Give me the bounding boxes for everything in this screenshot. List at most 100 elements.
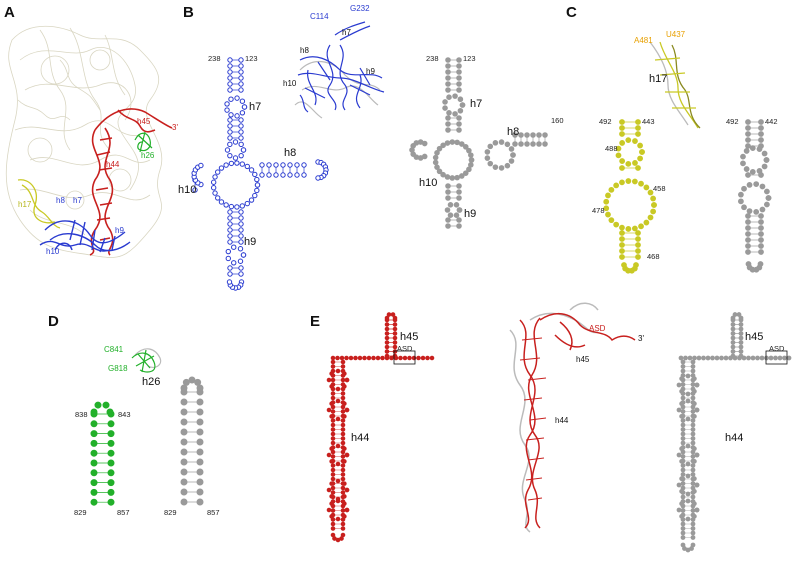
nucleotide bbox=[357, 355, 363, 361]
nucleotide bbox=[392, 335, 398, 341]
label-b-gray-238: 238 bbox=[426, 54, 439, 63]
nucleotide bbox=[266, 162, 272, 168]
nucleotide bbox=[180, 448, 188, 456]
nucleotide bbox=[758, 172, 764, 178]
label-b-gray-h10: h10 bbox=[419, 177, 437, 189]
nucleotide bbox=[180, 458, 188, 466]
nucleotide bbox=[238, 209, 244, 215]
label-a-h26: h26 bbox=[141, 151, 155, 160]
nucleotide bbox=[694, 452, 700, 458]
nucleotide bbox=[224, 107, 230, 113]
nucleotide bbox=[710, 355, 715, 361]
nucleotide bbox=[375, 355, 381, 361]
nucleotide bbox=[237, 246, 244, 252]
label-c-478: 478 bbox=[592, 206, 605, 215]
nucleotide bbox=[691, 413, 697, 419]
nucleotide bbox=[738, 198, 744, 205]
label-d-g818: G818 bbox=[108, 364, 128, 373]
nucleotide bbox=[498, 139, 505, 145]
nucleotide bbox=[446, 109, 452, 116]
nucleotide bbox=[180, 388, 188, 396]
panel-label-d: D bbox=[48, 313, 59, 330]
nucleotide bbox=[223, 202, 229, 208]
nucleotide bbox=[239, 98, 246, 104]
nucleotide bbox=[107, 420, 115, 428]
nucleotide bbox=[90, 449, 98, 457]
nucleotide bbox=[392, 326, 398, 332]
nucleotide bbox=[420, 355, 426, 361]
nucleotide bbox=[227, 57, 233, 63]
nucleotide bbox=[429, 355, 435, 361]
nucleotide bbox=[342, 494, 347, 499]
panel-label-c: C bbox=[566, 4, 577, 21]
nucleotide bbox=[504, 162, 511, 169]
nucleotide bbox=[227, 271, 233, 277]
nucleotide bbox=[227, 141, 233, 148]
nucleotide bbox=[745, 243, 751, 249]
nucleotide bbox=[407, 355, 412, 361]
nucleotide bbox=[445, 69, 451, 75]
nucleotide bbox=[301, 162, 307, 168]
nucleotide bbox=[536, 141, 542, 147]
nucleotide bbox=[232, 155, 239, 161]
nucleotide bbox=[745, 225, 751, 231]
nucleotide bbox=[440, 142, 446, 149]
nucleotide bbox=[456, 223, 462, 229]
nucleotide bbox=[643, 184, 650, 191]
nucleotide bbox=[679, 446, 685, 452]
nucleotide bbox=[180, 488, 188, 496]
nucleotide bbox=[738, 331, 744, 336]
panel-label-a: A bbox=[4, 4, 15, 21]
nucleotide bbox=[196, 428, 204, 436]
nucleotide bbox=[758, 137, 764, 143]
nucleotide bbox=[254, 182, 261, 188]
nucleotide bbox=[678, 355, 684, 361]
nucleotide bbox=[687, 355, 693, 361]
nucleotide bbox=[524, 141, 530, 147]
label-b-gray-h7: h7 bbox=[470, 98, 482, 110]
nucleotide bbox=[335, 443, 341, 449]
nucleotide bbox=[442, 105, 448, 111]
nucleotide bbox=[676, 382, 682, 388]
nucleotide bbox=[335, 461, 341, 467]
nucleotide bbox=[259, 162, 265, 168]
nucleotide bbox=[232, 139, 239, 145]
nucleotide bbox=[456, 63, 462, 69]
nucleotide bbox=[238, 227, 244, 233]
nucleotide bbox=[218, 165, 225, 171]
nucleotide bbox=[758, 125, 764, 131]
nucleotide bbox=[326, 507, 332, 513]
nucleotide bbox=[107, 449, 115, 457]
nucleotide bbox=[227, 69, 233, 75]
nucleotide bbox=[280, 162, 286, 168]
nucleotide bbox=[227, 117, 233, 123]
nucleotide bbox=[238, 221, 244, 227]
label-b-h8: h8 bbox=[284, 147, 296, 159]
nucleotide bbox=[107, 469, 115, 477]
label-b-238: 238 bbox=[208, 54, 221, 63]
nucleotide bbox=[759, 355, 765, 361]
nucleotide bbox=[635, 242, 641, 248]
nucleotide bbox=[244, 163, 250, 170]
nucleotide bbox=[679, 413, 685, 419]
nucleotide bbox=[635, 165, 641, 171]
nucleotide bbox=[619, 158, 626, 164]
nucleotide bbox=[466, 166, 472, 173]
nucleotide bbox=[749, 145, 756, 152]
nucleotide bbox=[632, 160, 638, 166]
nucleotide bbox=[384, 322, 390, 327]
nucleotide bbox=[294, 172, 300, 178]
nucleotide bbox=[425, 355, 430, 361]
nucleotide bbox=[440, 171, 446, 178]
label-e-model-h45: h45 bbox=[576, 355, 590, 364]
nucleotide bbox=[738, 315, 744, 321]
nucleotide bbox=[603, 205, 610, 212]
label-a-3prime: 3' bbox=[172, 123, 178, 132]
nucleotide bbox=[743, 148, 750, 154]
model-h26-3d bbox=[131, 348, 162, 373]
nucleotide bbox=[237, 258, 244, 264]
nucleotide bbox=[384, 315, 390, 321]
nucleotide bbox=[239, 110, 246, 116]
nucleotide bbox=[240, 147, 247, 153]
secondary-structure-h26-gray bbox=[180, 376, 204, 506]
